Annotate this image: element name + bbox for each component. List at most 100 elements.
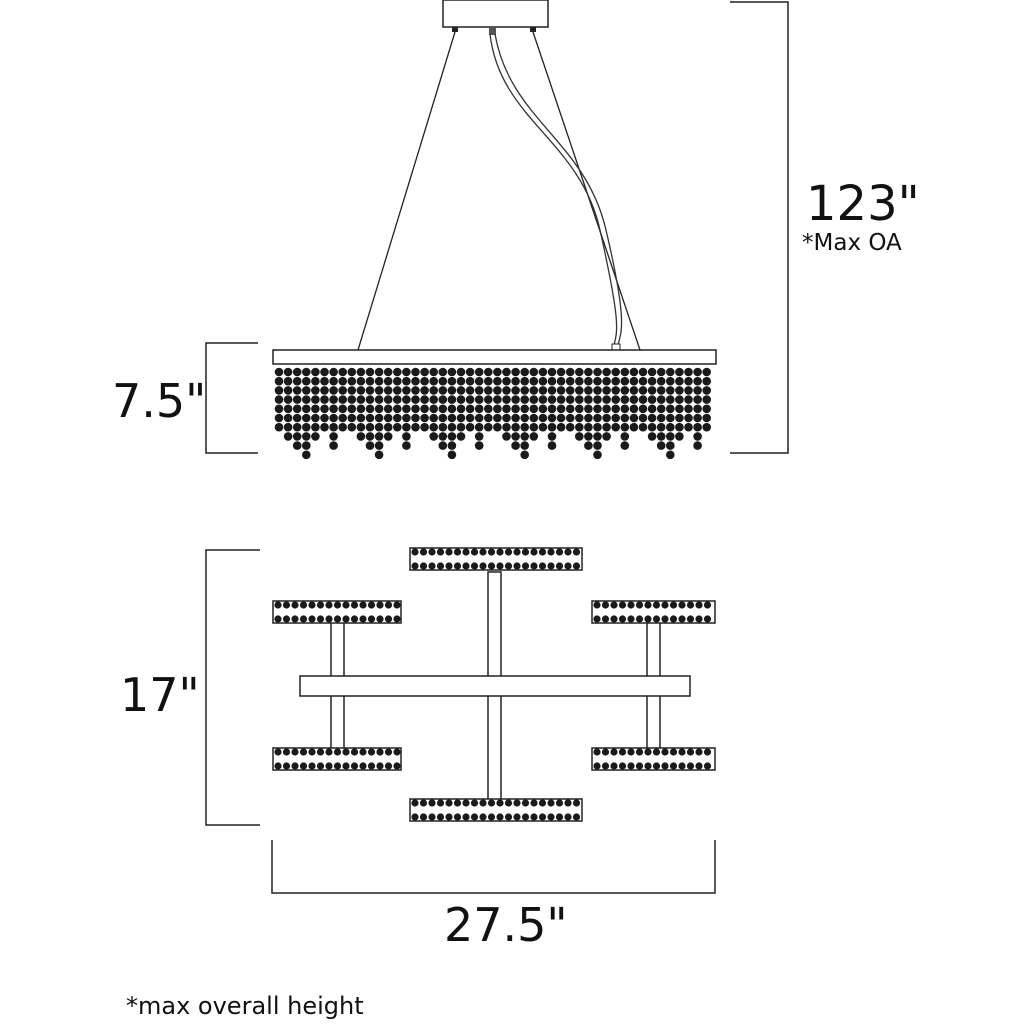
crystal-bead [453, 548, 462, 556]
depth-label: 17" [120, 668, 200, 722]
cord-connector [611, 343, 621, 351]
crystal-bead [493, 376, 502, 386]
crystal-bead [572, 562, 581, 570]
crystal-bead [274, 413, 284, 423]
crystal-bead [282, 615, 291, 623]
crystal-bead [635, 615, 644, 623]
crystal-bead [274, 404, 284, 414]
crystal-bead [564, 548, 572, 556]
crystal-bead [359, 615, 367, 623]
crystal-bead [661, 748, 669, 756]
crystal-bead [311, 404, 320, 414]
crystal-bead [618, 748, 627, 756]
crystal-bead [520, 395, 529, 404]
crystal-bead [693, 386, 702, 395]
crystal-bead [484, 386, 493, 395]
crystal-bead [511, 413, 520, 423]
crystal-bead [693, 441, 702, 450]
crystal-bead [292, 422, 302, 432]
crystal-bead [611, 422, 620, 432]
crystal-bead [429, 404, 439, 414]
crystal-bead [538, 422, 548, 432]
crystal-bead [504, 548, 513, 556]
crystal-bead [383, 432, 393, 441]
crystal-bead [411, 386, 420, 395]
crystal-bead [292, 376, 302, 386]
crystal-bead [474, 367, 484, 377]
crystal-bead [402, 395, 411, 404]
canopy-screw [452, 27, 458, 32]
crystal-bead [447, 386, 457, 395]
crystal-bead [511, 441, 520, 450]
crystal-bead [438, 376, 448, 386]
crystal-bead [411, 376, 420, 386]
crystal-bead [274, 376, 284, 386]
crystal-bead [602, 367, 611, 377]
crystal-bead [429, 386, 439, 395]
crystal-bead [656, 395, 666, 404]
crystal-bead [513, 813, 521, 821]
crystal-bead [374, 367, 384, 377]
crystal-bead [283, 386, 293, 395]
crystal-bead [593, 404, 602, 414]
crystal-bead [575, 367, 584, 377]
crystal-bead [627, 601, 635, 609]
crystal-bead [502, 386, 511, 395]
crystal-bead [393, 762, 401, 770]
crystal-bead [274, 422, 284, 432]
crystal-bead [487, 548, 496, 556]
crystal-bead [611, 413, 620, 423]
crystal-bead [627, 762, 635, 770]
crystal-bead [338, 376, 348, 386]
crystal-bead [283, 404, 293, 414]
crystal-bead [611, 386, 620, 395]
crystal-bead [593, 762, 601, 770]
crystal-bead [644, 762, 652, 770]
crystal-bead [593, 441, 602, 450]
crystal-bead [656, 441, 666, 450]
crystal-bead [333, 601, 342, 609]
crystal-bead [311, 395, 320, 404]
crystal-bead [338, 422, 348, 432]
crystal-bead [521, 548, 530, 556]
crystal-bead [462, 562, 470, 570]
crystal-bead [602, 422, 611, 432]
crystal-bead [611, 367, 620, 377]
crystal-bead [627, 615, 635, 623]
center-bar [299, 675, 691, 697]
footnote: *max overall height [126, 992, 364, 1020]
crystal-bead [420, 367, 429, 377]
crystal-bead [520, 367, 529, 377]
crystal-bead [325, 748, 333, 756]
crystal-strands [274, 367, 711, 460]
crystal-bead [584, 386, 593, 395]
crystal-bead [329, 422, 338, 432]
crystal-bead [635, 748, 644, 756]
crystal-bead [419, 548, 428, 556]
crystal-bead [462, 799, 470, 807]
crystal-bead [283, 367, 293, 377]
crystal-bead [610, 748, 618, 756]
crystal-bead [453, 562, 462, 570]
crystal-bead [447, 432, 457, 441]
crystal-bead [593, 376, 602, 386]
crystal-bead [686, 601, 695, 609]
crystal-bead [618, 762, 627, 770]
crystal-bead [474, 395, 484, 404]
crystal-bead [661, 601, 669, 609]
crystal-bead [620, 432, 630, 441]
crystal-bead [493, 395, 502, 404]
crystal-bead [356, 395, 366, 404]
crystal-bead [638, 367, 648, 377]
crystal-bead [487, 562, 496, 570]
crystal-bead [695, 601, 703, 609]
crystal-bead [556, 422, 566, 432]
crystal-bead [484, 404, 493, 414]
crystal-bead [678, 601, 686, 609]
crystal-bead [411, 548, 419, 556]
crystal-bead [365, 376, 375, 386]
crystal-bead [374, 404, 384, 414]
crystal-bead [302, 386, 311, 395]
crystal-bead [703, 762, 712, 770]
crystal-bead [283, 376, 293, 386]
